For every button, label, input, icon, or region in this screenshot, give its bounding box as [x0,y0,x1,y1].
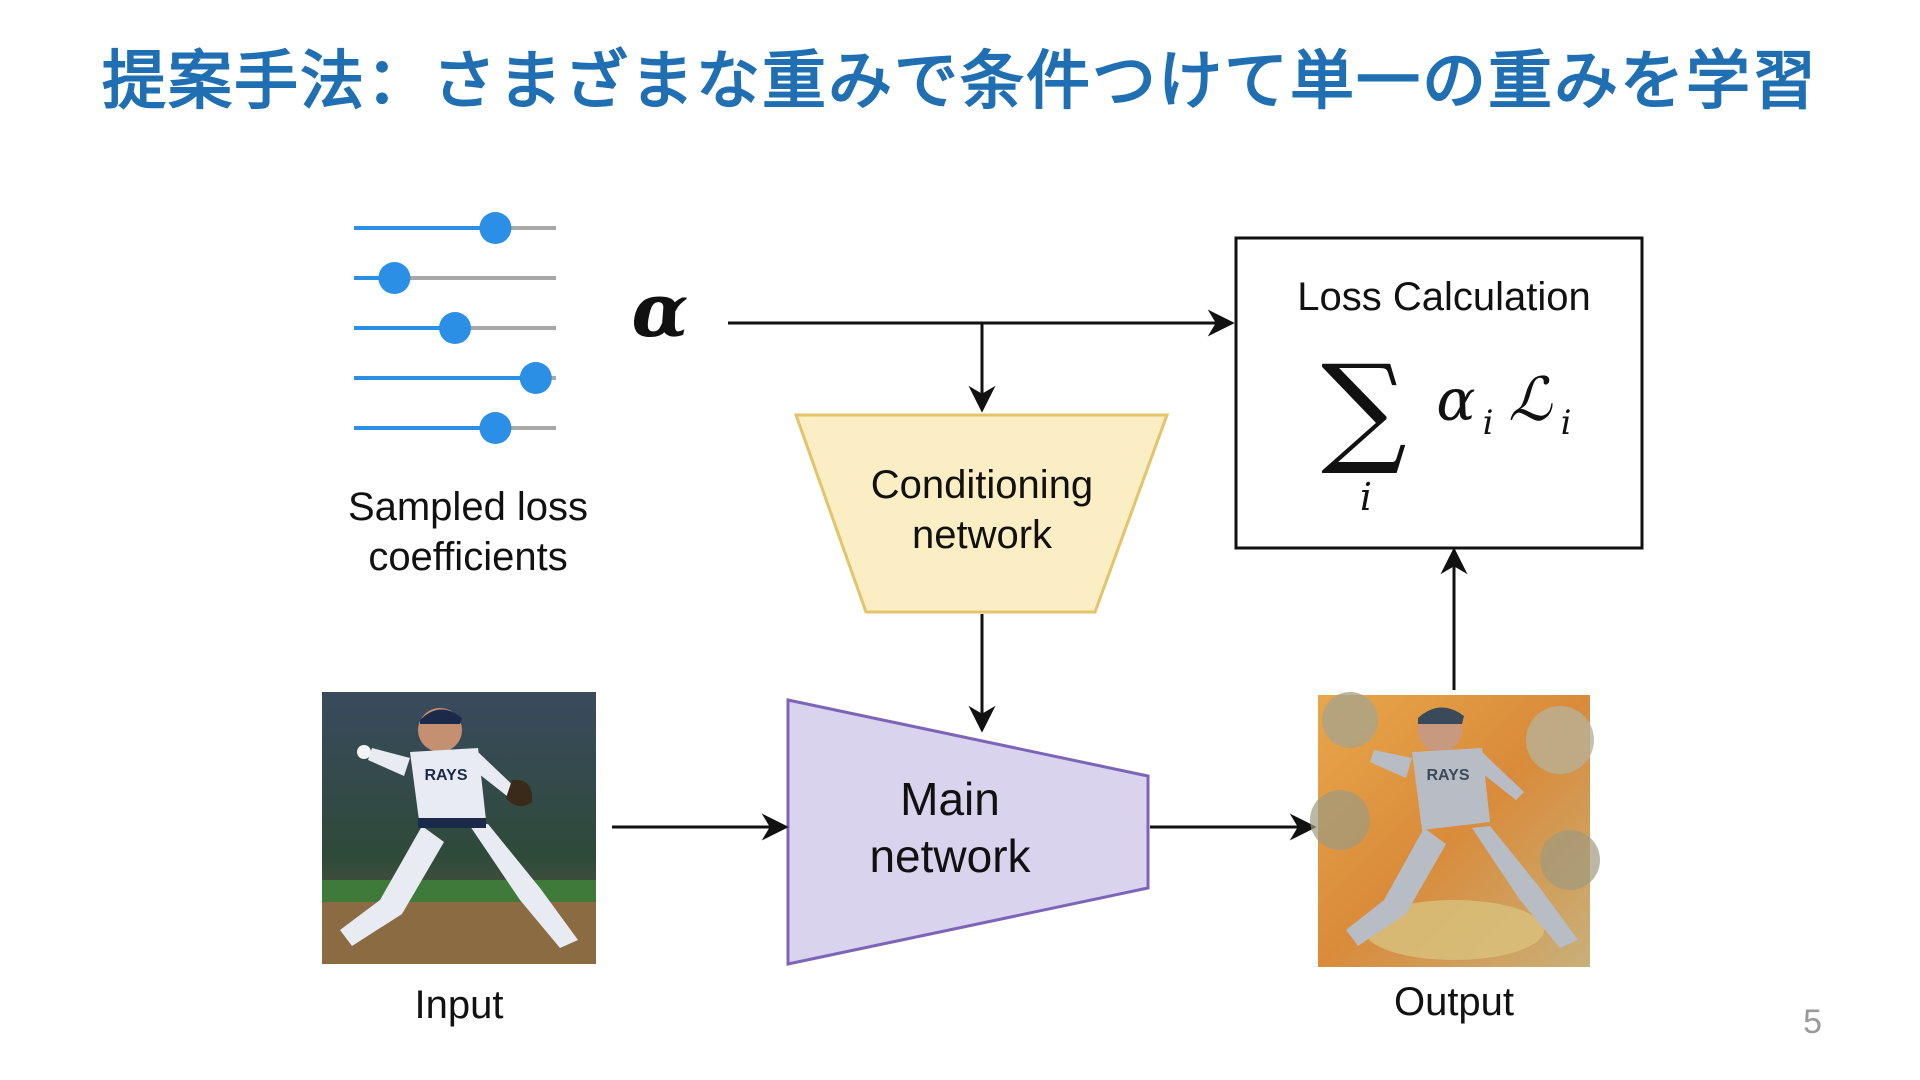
sampled-loss-coefficient-sliders [354,212,556,444]
output-image: RAYS [1310,692,1600,967]
slider-knob [378,262,411,294]
slider-knob [439,312,471,344]
slide-title: 提案手法：さまざまな重みで条件つけて単一の重みを学習 [102,45,1818,119]
conditioning-network-label-line2: network [912,513,1053,557]
main-network-label-line1: Main [900,773,1000,825]
sliders-label-line2: coefficients [368,535,567,579]
term-alpha-subscript: i [1483,403,1494,443]
term-loss: ℒ [1508,365,1553,435]
sliders-label-line1: Sampled loss [348,485,588,529]
alpha-symbol: α [632,268,689,354]
conditioning-network-label-line1: Conditioning [871,463,1093,507]
input-label: Input [415,983,504,1027]
sum-symbol: ∑ [1321,340,1407,479]
svg-text:RAYS: RAYS [425,767,468,784]
slider-knob [519,362,552,394]
output-label: Output [1394,980,1514,1024]
term-loss-subscript: i [1561,403,1572,443]
page-number: 5 [1803,1003,1822,1041]
term-alpha: α [1436,366,1475,434]
conditioning-network-block [793,413,1170,614]
main-network-label-line2: network [869,830,1031,882]
loss-calculation-box [1234,236,1644,550]
sum-index: i [1360,475,1372,519]
main-network-block [786,698,1150,966]
slider-knob [479,212,512,244]
input-image: RAYS [322,692,596,964]
slider-knob [479,412,512,444]
svg-text:RAYS: RAYS [1427,767,1470,784]
loss-calculation-title: Loss Calculation [1297,275,1591,319]
